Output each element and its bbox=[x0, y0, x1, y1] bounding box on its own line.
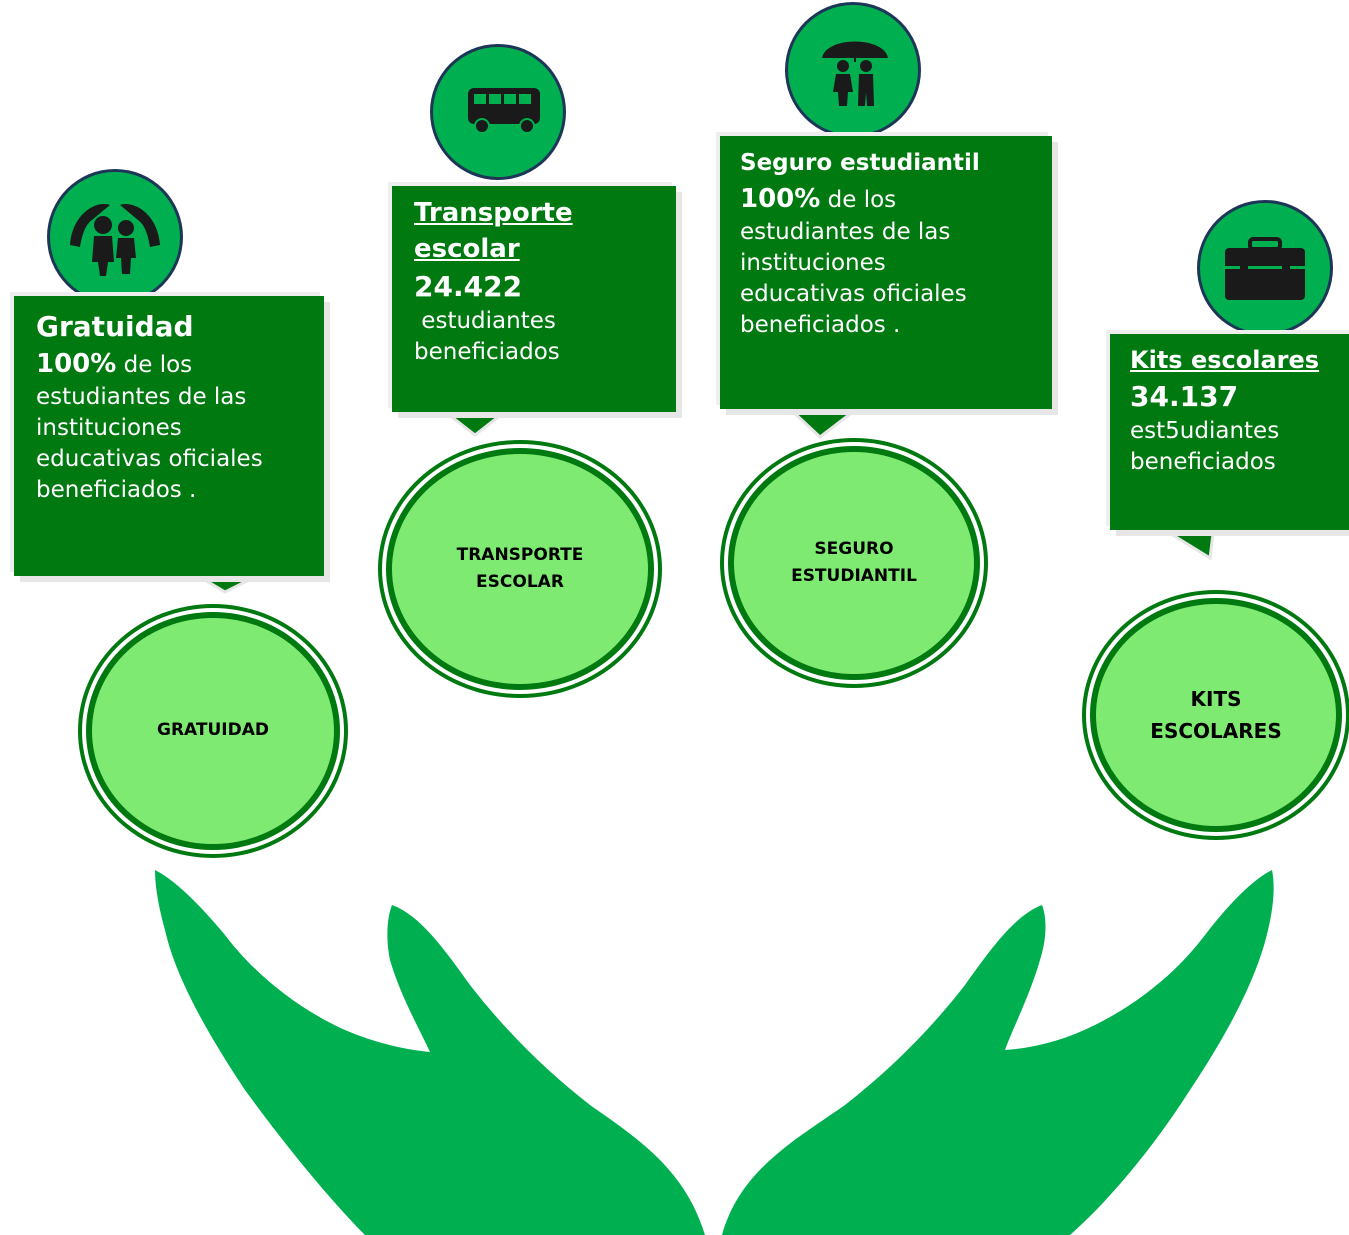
icon-disc-seguro bbox=[785, 2, 921, 138]
callout-seguro: Seguro estudiantil 100% de los estudiant… bbox=[720, 136, 1052, 409]
callout-title: Gratuidad bbox=[36, 310, 194, 343]
circle-transporte: TRANSPORTE ESCOLAR bbox=[386, 448, 654, 690]
circle-label: GRATUIDAD bbox=[157, 720, 269, 741]
callout-highlight: 100% bbox=[740, 184, 821, 214]
callout-title: Kits escolares bbox=[1130, 346, 1320, 374]
callout-highlight: 100% bbox=[36, 349, 117, 379]
bus-icon bbox=[468, 88, 540, 134]
callout-title: Seguro estudiantil bbox=[740, 150, 980, 176]
callout-line: educativas oficiales bbox=[36, 446, 263, 473]
callout-title: Transporte bbox=[414, 198, 573, 228]
callout-highlight-tail: de los bbox=[820, 187, 897, 213]
callout-line: estudiantes de las bbox=[36, 384, 247, 411]
callout-line: beneficiados bbox=[1130, 448, 1276, 475]
callout-line: est5udiantes bbox=[1130, 417, 1280, 444]
callout-line: beneficiados bbox=[414, 338, 560, 365]
callout-line: estudiantes bbox=[414, 307, 556, 334]
callout-highlight-tail: de los bbox=[116, 352, 193, 378]
circle-kits: KITS ESCOLARES bbox=[1090, 598, 1342, 832]
family-protection-icon bbox=[70, 204, 160, 276]
right-hand-shape bbox=[722, 870, 1274, 1235]
callout-title-2: escolar bbox=[414, 234, 520, 264]
callout-transporte: Transporte escolar 24.422 estudiantes be… bbox=[392, 186, 676, 412]
left-hand-shape bbox=[155, 870, 705, 1235]
circle-label: KITS bbox=[1190, 687, 1242, 711]
callout-line: instituciones bbox=[740, 250, 886, 277]
circle-label: SEGURO bbox=[814, 538, 894, 559]
briefcase-icon bbox=[1225, 237, 1305, 300]
circle-label: TRANSPORTE bbox=[456, 544, 584, 565]
circle-label: ESTUDIANTIL bbox=[791, 566, 917, 586]
callout-kits: Kits escolares 34.137 est5udiantes benef… bbox=[1110, 334, 1349, 530]
callout-line: educativas oficiales bbox=[740, 281, 967, 308]
callout-line: instituciones bbox=[36, 415, 182, 442]
umbrella-people-icon bbox=[822, 41, 888, 106]
callout-line: beneficiados . bbox=[36, 477, 197, 504]
circle-seguro: SEGURO ESTUDIANTIL bbox=[728, 446, 980, 680]
circle-label: ESCOLAR bbox=[476, 572, 564, 592]
callout-gratuidad: Gratuidad 100% de los estudiantes de las… bbox=[14, 296, 324, 576]
circle-label: ESCOLARES bbox=[1150, 719, 1282, 743]
icon-disc-gratuidad bbox=[47, 169, 183, 305]
callout-highlight: 34.137 bbox=[1130, 380, 1239, 413]
callout-highlight: 24.422 bbox=[414, 270, 523, 303]
callout-line: estudiantes de las bbox=[740, 219, 951, 246]
circle-gratuidad: GRATUIDAD bbox=[86, 612, 340, 850]
callout-line: beneficiados . bbox=[740, 312, 901, 339]
